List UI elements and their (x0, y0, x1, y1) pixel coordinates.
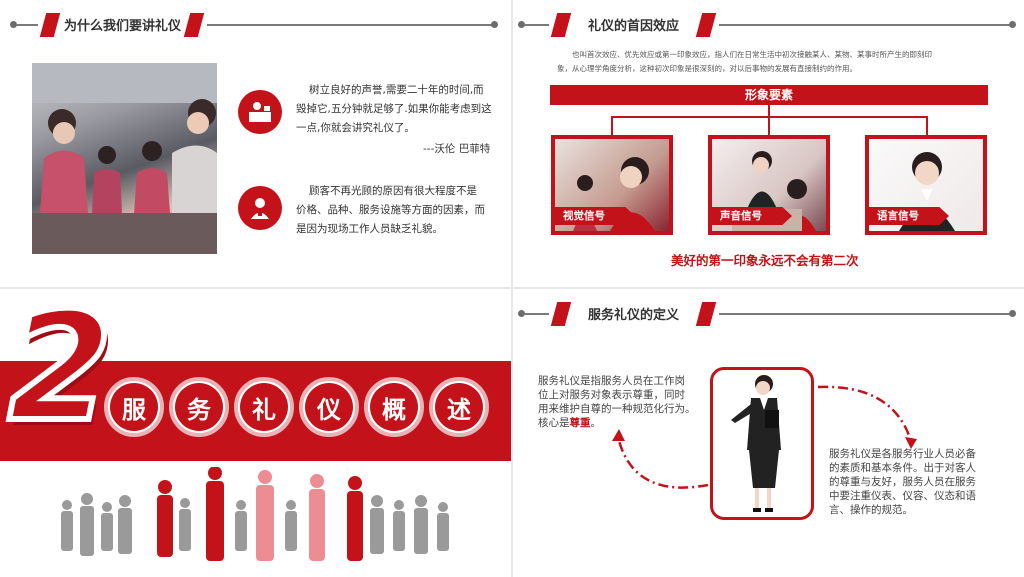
panel-title: 为什么我们要讲礼仪 (64, 19, 182, 34)
definition-line: 核心是尊重。 (538, 416, 713, 430)
quote-line: 树立良好的声誉,需要二十年的时间,而 (309, 84, 484, 96)
respect-emphasis: 尊重 (569, 417, 591, 429)
panel-header: 礼仪的首因效应 (513, 10, 1024, 38)
header-dot (491, 21, 498, 28)
header-dot (1009, 310, 1016, 317)
card-label: 声音信号 (712, 207, 792, 225)
definition-text-1: 服务礼仪是指服务人员在工作岗 位上对服务对象表示尊重，同时 用来维护自尊的一种规… (538, 374, 713, 430)
card-label: 视觉信号 (555, 207, 635, 225)
quote-line: 一点,你就会讲究礼仪了。 (296, 122, 415, 134)
definition-line: 的尊重与友好，服务人员在服务 (829, 476, 976, 488)
paragraph-line: 价格、品种、服务设施等方面的因素，而 (296, 204, 485, 216)
image-elements-banner: 形象要素 (550, 85, 988, 105)
title-char-circle: 礼 (234, 377, 294, 437)
header-line-left (524, 24, 549, 26)
receptionist-figure (731, 375, 781, 512)
title-char-circle: 务 (169, 377, 229, 437)
card-verbal-signal[interactable]: 语言信号 (865, 135, 987, 235)
panel-first-impression[interactable]: 礼仪的首因效应 也叫首次效应、优先效应或第一印象效应，指人们在日常生活中初次接触… (513, 0, 1024, 287)
header-accent (550, 13, 572, 37)
header-line-right (719, 313, 1011, 315)
connector-line (611, 116, 613, 135)
card-label: 语言信号 (869, 207, 949, 225)
paragraph-line: 顾客不再光顾的原因有很大程度不是 (309, 185, 477, 197)
header-dot (518, 310, 525, 317)
intro-line: 象，从心理学角度分析，这种初次印象是很深刻的，对以后事物的发展有直接制约的作用。 (557, 64, 857, 73)
panel-header: 为什么我们要讲礼仪 (0, 10, 511, 38)
staff-group-photo (32, 63, 217, 254)
intro-line: 也叫首次效应、优先效应或第一印象效应，指人们在日常生活中初次接触某人、某物、某事… (572, 50, 932, 59)
connector-line (768, 105, 770, 116)
paragraph-line: 是因为现场工作人员缺乏礼貌。 (296, 223, 443, 235)
title-char-circle: 述 (429, 377, 489, 437)
header-accent (39, 13, 61, 37)
panel-title: 服务礼仪的定义 (588, 308, 680, 323)
reception-icon (238, 90, 282, 134)
definition-line: 中要注重仪表、仪容、仪态和语 (829, 490, 976, 502)
quote-signature: ---沃伦 巴菲特 (423, 143, 491, 155)
title-char-circle: 服 (104, 377, 164, 437)
title-char: 礼 (240, 383, 288, 431)
title-char: 述 (435, 383, 483, 431)
header-line-left (524, 313, 549, 315)
header-line-left (16, 24, 38, 26)
flow-arrows (612, 385, 917, 489)
panel-service-definition[interactable]: 服务礼仪的定义 服务礼仪是指服务人员在工作岗 位上对服务对象表示尊重，同时 用来… (513, 289, 1024, 577)
staff-icon (238, 186, 282, 230)
business-people-silhouettes (61, 467, 449, 561)
customer-paragraph: 顾客不再光顾的原因有很大程度不是 价格、品种、服务设施等方面的因素，而 是因为现… (296, 182, 506, 239)
definition-core-label: 核心是 (538, 417, 570, 429)
title-char: 服 (110, 383, 158, 431)
definition-line: 服务礼仪是指服务人员在工作岗 (538, 375, 685, 387)
section-number: 2 (5, 289, 115, 455)
slogan-text: 美好的第一印象永远不会有第二次 (671, 253, 859, 268)
quote-line: 毁掉它,五分钟就足够了.如果你能考虑到这 (296, 103, 492, 115)
connector-line (768, 116, 770, 135)
header-line-right (207, 24, 492, 26)
panel-header: 服务礼仪的定义 (513, 299, 1024, 327)
header-accent (183, 13, 205, 37)
header-dot (10, 21, 17, 28)
definition-line: 位上对服务对象表示尊重，同时 (538, 389, 685, 401)
title-char: 概 (370, 383, 418, 431)
title-char: 务 (175, 383, 223, 431)
definition-line: 的素质和基本条件。出于对客人 (829, 462, 976, 474)
title-char-circle: 概 (364, 377, 424, 437)
header-dot (1009, 21, 1016, 28)
definition-text-2: 服务礼仪是各服务行业人员必备 的素质和基本条件。出于对客人 的尊重与友好，服务人… (829, 447, 999, 517)
receptionist-photo-frame (710, 367, 814, 520)
buffett-quote: 树立良好的声誉,需要二十年的时间,而 毁掉它,五分钟就足够了.如果你能考虑到这 … (296, 81, 506, 138)
header-line-right (719, 24, 1011, 26)
definition-line: 服务礼仪是各服务行业人员必备 (829, 448, 976, 460)
header-dot (518, 21, 525, 28)
card-voice-signal[interactable]: 声音信号 (708, 135, 830, 235)
title-char: 仪 (305, 383, 353, 431)
connector-line (926, 116, 928, 135)
header-accent (695, 13, 717, 37)
panel-why-etiquette[interactable]: 为什么我们要讲礼仪 树立良好的声誉,需要二十年的时间,而 (0, 0, 511, 287)
definition-line: 言、操作的规范。 (829, 504, 913, 516)
card-visual-signal[interactable]: 视觉信号 (551, 135, 673, 235)
panel-section-2[interactable]: 2 服 务 礼 仪 概 述 (0, 289, 511, 577)
title-char-circle: 仪 (299, 377, 359, 437)
definition-line: 用来维护自尊的一种规范化行为。 (538, 403, 696, 415)
primacy-effect-intro: 也叫首次效应、优先效应或第一印象效应，指人们在日常生活中初次接触某人、某物、某事… (557, 48, 987, 76)
definition-punct: 。 (590, 417, 602, 429)
panel-title: 礼仪的首因效应 (588, 19, 680, 34)
